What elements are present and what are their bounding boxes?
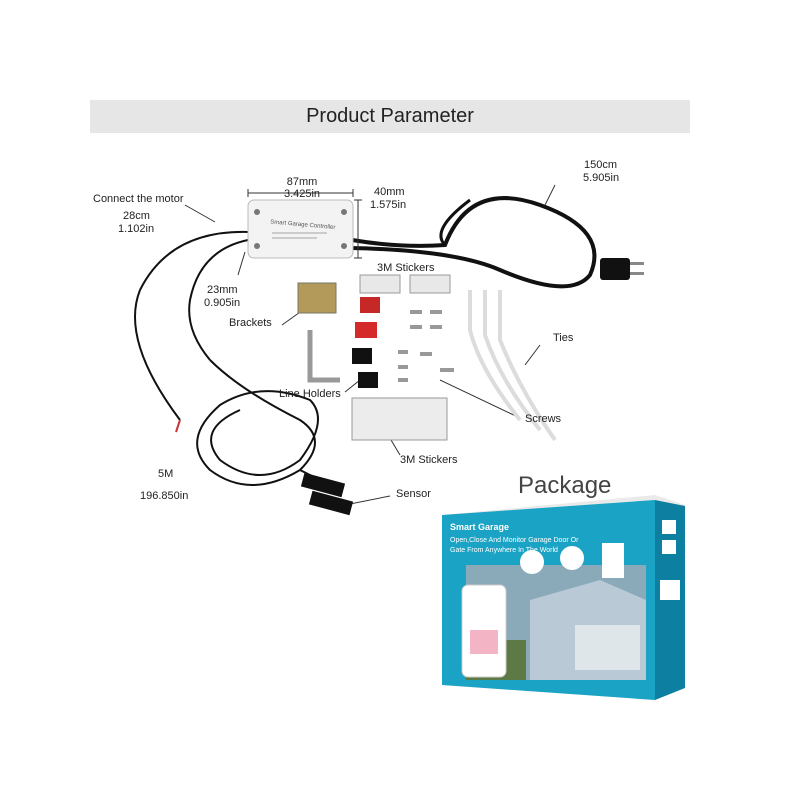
label-motor-wire-cm: 28cm — [123, 210, 150, 222]
label-wire-length-m: 5M — [158, 468, 174, 480]
label-sensor: Sensor — [396, 488, 431, 500]
label-height-mm: 40mm — [374, 186, 405, 198]
package-title: Package — [518, 472, 612, 499]
label-depth-in: 0.905in — [204, 297, 241, 309]
cable-ties — [468, 290, 557, 442]
label-stickers-bottom: 3M Stickers — [400, 454, 458, 466]
box-title: Smart Garage — [450, 522, 510, 532]
controller-label: Smart Garage Controller — [270, 219, 336, 231]
label-depth-mm: 23mm — [207, 284, 238, 296]
label-width-in: 3.425in — [283, 188, 321, 200]
box-tagline-2: Gate From Anywhere In The World — [450, 547, 558, 554]
box-tagline-1: Open,Close And Monitor Garage Door Or — [450, 537, 579, 544]
label-brackets: Brackets — [229, 317, 272, 329]
label-width-mm: 87mm — [286, 176, 318, 188]
brackets — [297, 282, 340, 383]
label-cord-cm: 150cm — [584, 159, 618, 171]
label-connect-motor: Connect the motor — [93, 193, 184, 205]
sticker-pad-bottom — [351, 397, 448, 441]
package-box — [442, 495, 685, 700]
label-screws: Screws — [525, 413, 562, 425]
sensor-cable — [196, 359, 319, 486]
line-holders — [352, 297, 380, 388]
door-sensor — [300, 472, 354, 516]
sticker-pads-top — [359, 274, 451, 294]
label-height-in: 1.575in — [370, 199, 407, 211]
label-ties: Ties — [553, 332, 574, 344]
label-wire-length-in: 196.850in — [140, 490, 189, 502]
label-line-holders: Line Holders — [279, 388, 341, 400]
page-title: Product Parameter — [306, 105, 474, 127]
controller-device: Smart Garage Controller — [247, 199, 354, 259]
label-stickers-top: 3M Stickers — [377, 262, 435, 274]
motor-wire — [134, 230, 249, 421]
header-banner: Product Parameter — [90, 100, 690, 133]
label-motor-wire-in: 1.102in — [118, 223, 155, 235]
screws — [398, 310, 454, 382]
power-plug — [600, 258, 644, 280]
label-cord-in: 5.905in — [583, 172, 620, 184]
